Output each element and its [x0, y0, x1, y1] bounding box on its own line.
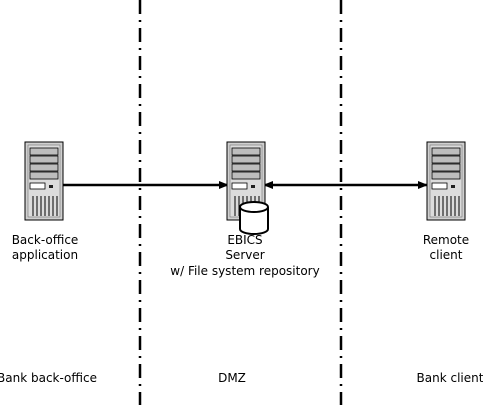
remote-label-line2: client	[430, 248, 463, 262]
server-tower-icon-remote	[426, 141, 466, 221]
server-tower-icon-backoffice	[24, 141, 64, 221]
remote-label-line1: Remote	[423, 233, 469, 247]
ebics-label-line1: EBICS	[227, 233, 262, 247]
ebics-label-line2: Server	[225, 248, 264, 262]
database-cylinder-icon	[239, 201, 269, 235]
zone-label-client: Bank client	[417, 371, 483, 385]
ebics-label-line3: w/ File system repository	[170, 264, 319, 278]
backoffice-label-line2: application	[12, 248, 78, 262]
zone-label-dmz: DMZ	[218, 371, 246, 385]
zone-label-backoffice: Bank back-office	[0, 371, 97, 385]
backoffice-label-line1: Back-office	[12, 233, 79, 247]
